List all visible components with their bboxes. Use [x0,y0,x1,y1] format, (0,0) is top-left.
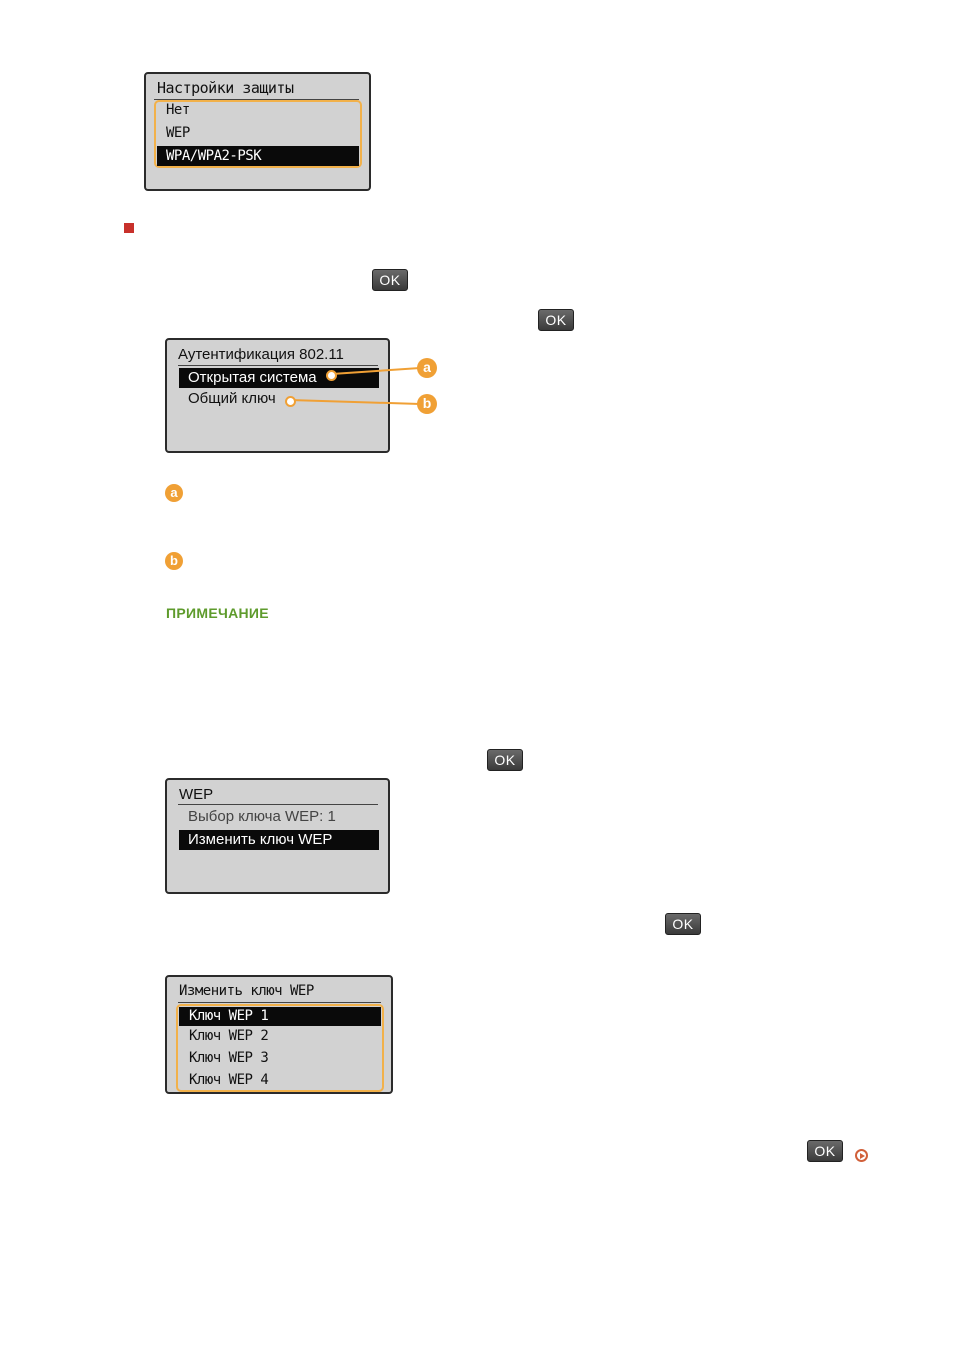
lcd-auth-802-11: Аутентификация 802.11 Открытая система О… [165,338,390,453]
note-label: ПРИМЕЧАНИЕ [166,605,269,621]
lcd-option-none[interactable]: Нет [166,102,190,118]
legend-badge-b: b [165,552,183,570]
lcd-title: WEP [179,786,214,803]
lcd-option-wep[interactable]: WEP [166,125,190,141]
lcd-change-wep-key: Изменить ключ WEP Ключ WEP 1 Ключ WEP 2 … [165,975,393,1094]
lcd-option-wep-key-3[interactable]: Ключ WEP 3 [189,1050,269,1066]
ok-key-icon: OK [807,1140,843,1162]
callout-point-b [285,396,296,407]
lcd-option-wpa-psk[interactable]: WPA/WPA2-PSK [157,146,359,166]
lcd-option-wep-key-4[interactable]: Ключ WEP 4 [189,1072,269,1088]
lcd-title: Изменить ключ WEP [179,983,314,999]
lcd-option-wep-key-2[interactable]: Ключ WEP 2 [189,1028,269,1044]
lcd-option-select-wep-key[interactable]: Выбор ключа WEP: 1 [188,808,336,825]
callout-badge-a: a [417,358,437,378]
lcd-option-shared-key[interactable]: Общий ключ [188,390,276,407]
section-marker [124,223,134,233]
lcd-security-settings: Настройки защиты Нет WEP WPA/WPA2-PSK [144,72,371,191]
callout-point-a [326,370,337,381]
lcd-wep: WEP Выбор ключа WEP: 1 Изменить ключ WEP [165,778,390,894]
selection-frame [176,1004,384,1092]
ok-key-icon: OK [538,309,574,331]
ok-key-icon: OK [665,913,701,935]
lcd-option-open-system[interactable]: Открытая система [179,368,379,388]
ok-key-icon: OK [372,269,408,291]
callout-badge-b: b [417,394,437,414]
lcd-title: Настройки защиты [157,79,294,97]
lcd-title: Аутентификация 802.11 [178,346,344,363]
lcd-option-change-wep-key[interactable]: Изменить ключ WEP [179,830,379,850]
selection-frame [154,100,362,168]
lcd-option-wep-key-1[interactable]: Ключ WEP 1 [179,1007,381,1026]
ok-key-icon: OK [487,749,523,771]
link-arrow-icon[interactable] [855,1149,868,1162]
legend-badge-a: a [165,484,183,502]
